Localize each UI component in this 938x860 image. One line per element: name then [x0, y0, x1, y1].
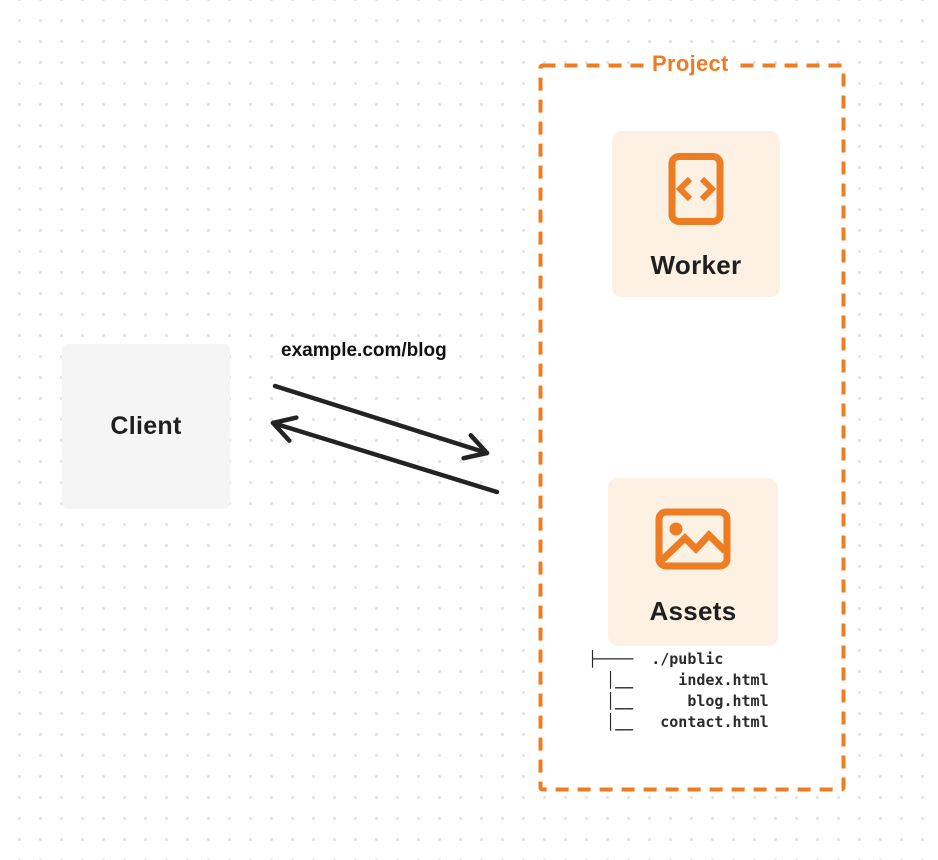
request-response-arrows — [270, 383, 500, 495]
worker-label: Worker — [650, 250, 742, 280]
assets-label: Assets — [649, 596, 737, 626]
assets-node: Assets — [608, 478, 778, 646]
client-node: Client — [62, 344, 230, 509]
response-arrow — [270, 415, 500, 495]
worker-node: Worker — [612, 131, 780, 297]
image-icon — [655, 508, 731, 570]
project-label: Project — [645, 51, 736, 77]
client-label: Client — [110, 412, 182, 440]
code-brackets-document-icon — [668, 153, 724, 225]
assets-file-tree: ├──── ./public │__ index.html │__ blog.h… — [588, 650, 769, 731]
request-arrow — [272, 383, 490, 461]
request-url-label: example.com/blog — [281, 340, 447, 361]
